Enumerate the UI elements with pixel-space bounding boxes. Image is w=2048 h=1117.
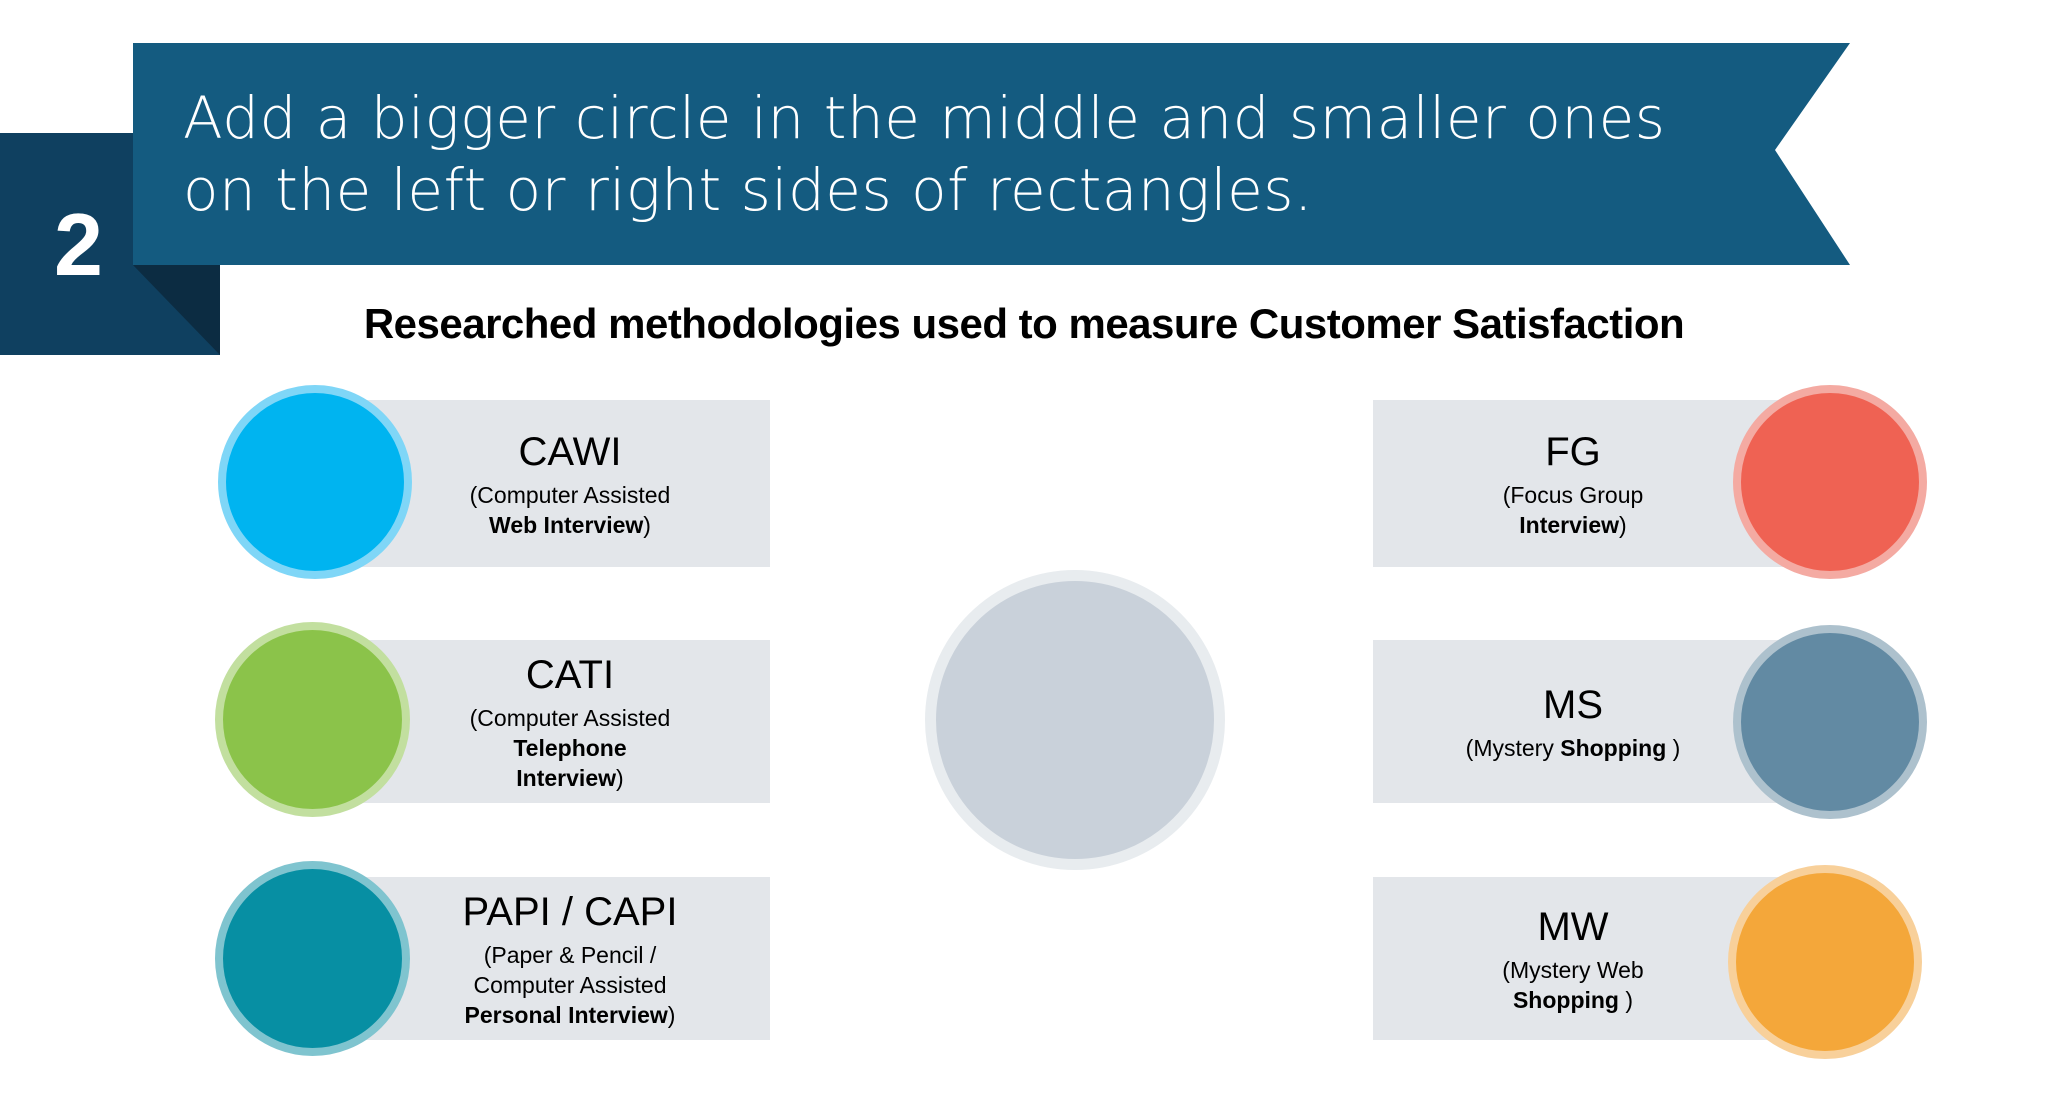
fg-label: FG (Focus Group Interview) — [1403, 400, 1743, 567]
fg-abbr: FG — [1545, 429, 1601, 474]
cawi-circle — [218, 385, 412, 579]
papi-capi-label: PAPI / CAPI (Paper & Pencil /Computer As… — [400, 877, 740, 1040]
mw-desc: (Mystery Web Shopping ) — [1502, 956, 1644, 1013]
mw-circle — [1728, 865, 1922, 1059]
ms-circle — [1733, 625, 1927, 819]
banner-title: Add a bigger circle in the middle and sm… — [183, 82, 1743, 226]
papi-capi-desc: (Paper & Pencil /Computer Assisted Perso… — [464, 941, 676, 1028]
diagram-subtitle: Researched methodologies used to measure… — [363, 300, 1685, 347]
cawi-abbr: CAWI — [518, 429, 622, 474]
cati-circle — [215, 622, 410, 817]
ms-abbr: MS — [1543, 682, 1603, 727]
banner-fold — [133, 265, 220, 355]
mw-label: MW (Mystery Web Shopping ) — [1403, 877, 1743, 1040]
ms-desc: (Mystery Shopping ) — [1465, 734, 1681, 761]
fg-desc: (Focus Group Interview) — [1502, 481, 1644, 538]
title-banner — [0, 43, 1850, 355]
step-number: 2 — [54, 195, 103, 294]
papi-capi-circle — [215, 861, 410, 1056]
ribbon — [133, 43, 1850, 265]
cawi-desc: (Computer Assisted Web Interview) — [469, 481, 671, 538]
cati-abbr: CATI — [525, 652, 615, 697]
banner-title-line-2: on the left or right sides of rectangles… — [183, 156, 1313, 224]
fg-circle — [1733, 385, 1927, 579]
mw-abbr: MW — [1537, 904, 1609, 949]
center-circle — [925, 570, 1225, 870]
banner-title-line-1: Add a bigger circle in the middle and sm… — [183, 84, 1666, 152]
ms-label: MS (Mystery Shopping ) — [1403, 640, 1743, 803]
cawi-label: CAWI (Computer Assisted Web Interview) — [400, 400, 740, 567]
papi-capi-abbr: PAPI / CAPI — [462, 889, 678, 934]
